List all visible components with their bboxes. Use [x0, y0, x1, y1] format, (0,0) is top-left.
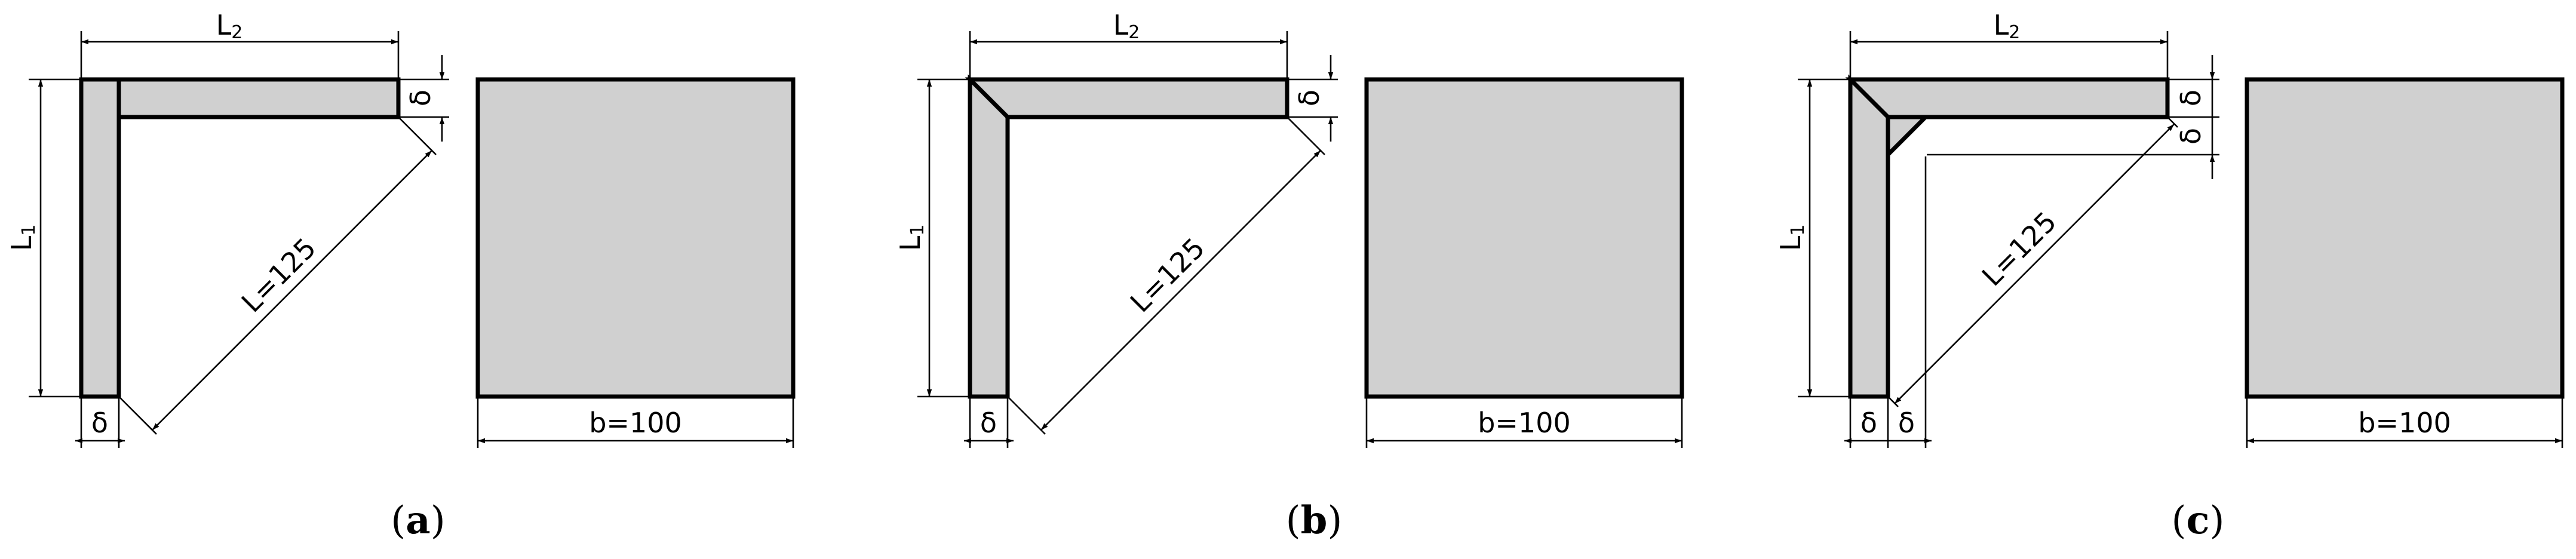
panel-c-label-delta-top-2: δ [2175, 128, 2207, 145]
panel-c-fillet [1886, 115, 1931, 160]
panel-a-label-delta-top: δ [404, 90, 437, 106]
panel-c: L2 L1 δ δ δ δ [1774, 9, 2565, 543]
panel-a-label-L2: L2 [216, 9, 243, 43]
panel-b-dim-delta-bottom: δ [964, 398, 1014, 448]
panel-a-caption: (a) [391, 498, 445, 543]
panel-b-label-L1: L1 [894, 225, 928, 251]
panel-b-label-delta-top: δ [1293, 90, 1325, 106]
panel-c-label-width: b=100 [2358, 407, 2451, 439]
panel-b-dim-diagonal: L=125 [1007, 116, 1325, 435]
panel-c-dim-L1: L1 [1774, 78, 1849, 398]
panel-a: L2 L1 δ δ L=125 [5, 9, 796, 543]
panel-b-dim-width: b=100 [1365, 398, 1683, 448]
panel-b-dim-delta-top: δ [1289, 55, 1338, 142]
panel-a-dim-width: b=100 [477, 398, 794, 448]
panel-a-dim-L1: L1 [5, 78, 79, 398]
panel-a-dim-delta-bottom: δ [75, 398, 125, 448]
panel-b-horizontal-leg [965, 77, 1289, 119]
panel-a-dim-L2: L2 [80, 9, 400, 78]
panel-c-label-delta-bottom-1: δ [1860, 407, 1877, 439]
panel-b-caption: (b) [1286, 498, 1343, 543]
panel-c-label-L1: L1 [1774, 225, 1809, 251]
panel-c-dim-L2: L2 [1849, 9, 2169, 78]
panel-a-horizontal-leg [116, 77, 401, 119]
panel-c-label-delta-top-1: δ [2175, 90, 2207, 106]
panel-b: L2 L1 δ δ L=125 [894, 9, 1684, 543]
panel-c-caption: (c) [2172, 498, 2225, 543]
panel-b-cross-section [1364, 77, 1684, 399]
panel-b-vertical-leg [968, 74, 1010, 399]
panel-c-horizontal-leg [1845, 77, 2170, 119]
panel-c-label-L2: L2 [1994, 9, 2021, 43]
panel-b-dim-L2: L2 [969, 9, 1288, 78]
panel-c-dim-diagonal: L=125 [1887, 116, 2178, 407]
panel-b-label-diagonal: L=125 [1124, 232, 1211, 319]
panel-a-label-L1: L1 [5, 225, 39, 251]
panel-a-vertical-leg [79, 77, 121, 399]
panel-a-label-diagonal: L=125 [235, 232, 323, 319]
panel-c-cross-section [2245, 77, 2565, 399]
panel-c-dim-width: b=100 [2246, 398, 2563, 448]
panel-a-cross-section [475, 77, 796, 399]
panel-b-label-delta-bottom: δ [980, 407, 997, 439]
panel-c-label-delta-bottom-2: δ [1898, 407, 1915, 439]
panel-c-vertical-leg [1848, 74, 1890, 399]
panel-a-label-width: b=100 [589, 407, 682, 439]
panel-a-dim-delta-top: δ [400, 55, 449, 142]
panel-b-dim-L1: L1 [894, 78, 968, 398]
panel-a-label-delta-bottom: δ [91, 407, 108, 439]
panel-b-label-L2: L2 [1113, 9, 1140, 43]
panel-a-dim-diagonal: L=125 [118, 116, 437, 435]
panel-b-label-width: b=100 [1478, 407, 1571, 439]
